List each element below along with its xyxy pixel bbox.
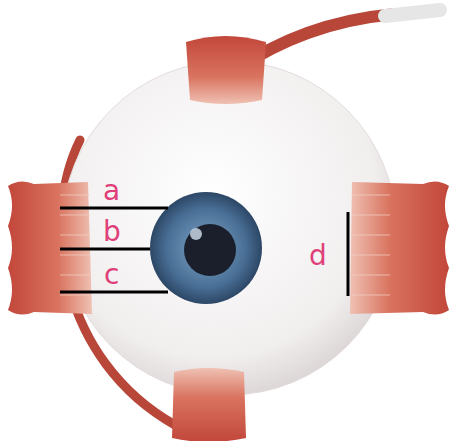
part-letter: d (309, 242, 327, 270)
measure-lines (60, 208, 348, 296)
inferior-muscle (172, 368, 246, 441)
part-letter: c (104, 261, 119, 289)
part-letter: a (103, 177, 120, 205)
pupil (184, 224, 236, 276)
medial-muscle-right (350, 181, 449, 314)
superior-muscle (186, 36, 266, 104)
part-letter: b (103, 218, 121, 246)
